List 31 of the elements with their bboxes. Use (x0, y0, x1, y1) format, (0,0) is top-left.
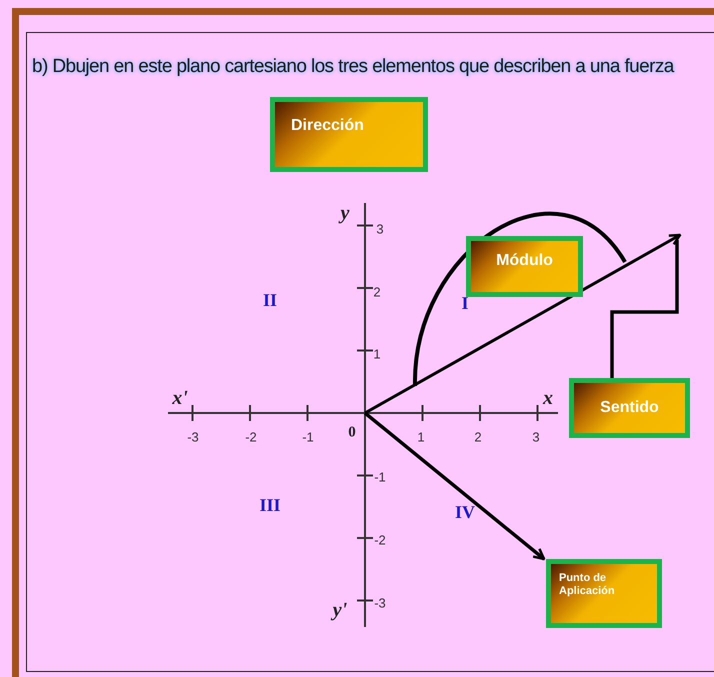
quadrant-numeral: III (260, 496, 280, 514)
arrow (364, 412, 546, 560)
axis-label: y (340, 203, 350, 223)
tick-label: -1 (374, 470, 386, 484)
quadrant-numeral: I (462, 294, 468, 312)
tick-label: -2 (374, 534, 386, 546)
tick-label: 1 (417, 430, 425, 444)
box-label: Dirección (291, 116, 364, 136)
axis-label: y' (332, 600, 348, 620)
quadrant-numeral: II (263, 291, 277, 309)
tick-label: -2 (245, 430, 257, 444)
label-box (270, 97, 428, 172)
question-text: b) Dbujen en este plano cartesiano los tres elementos que describen a una fuerza (32, 55, 676, 79)
force-vector (364, 234, 682, 414)
box-label: Módulo (496, 251, 553, 271)
box-label: Sentido (600, 398, 659, 418)
tick-label: 2 (373, 286, 381, 298)
tick-label: 2 (474, 430, 482, 444)
label-box (569, 378, 690, 438)
tick-label: -3 (374, 596, 386, 610)
tick-label: -1 (302, 430, 314, 444)
label-box (546, 559, 662, 628)
axis-label: x (543, 388, 553, 408)
tick-label: 1 (373, 348, 381, 360)
quadrant-numeral: IV (455, 503, 475, 521)
tick-label: -3 (187, 430, 199, 444)
axis-label: x' (172, 388, 188, 408)
tick-label: 0 (348, 426, 356, 440)
tick-label: 3 (376, 222, 384, 236)
tick-label: 3 (532, 430, 540, 444)
box-label: Punto de Aplicación (559, 572, 616, 598)
